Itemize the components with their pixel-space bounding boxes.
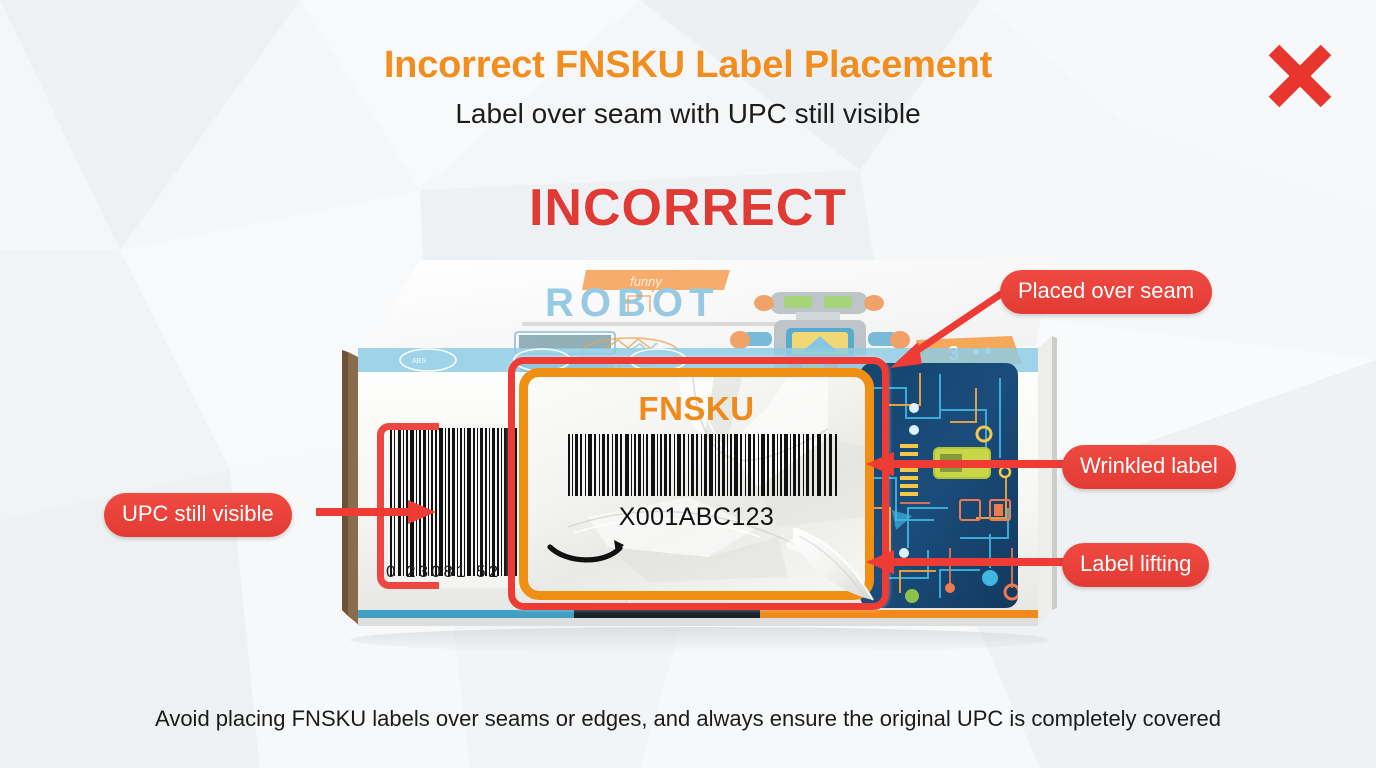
page-title: Incorrect FNSKU Label Placement [383, 44, 993, 86]
svg-text:ABS: ABS [412, 358, 426, 365]
x-mark-icon [1268, 44, 1332, 108]
callout-upc-still-visible[interactable]: UPC still visible [104, 493, 292, 537]
page-subtitle: Label over seam with UPC still visible [455, 98, 921, 129]
amazon-smile-logo [547, 540, 624, 563]
fnsku-code: X001ABC123 [618, 503, 775, 531]
svg-text:funny: funny [630, 274, 663, 289]
footer-caption: Avoid placing FNSKU labels over seams or… [155, 706, 1221, 731]
fnsku-heading: FNSKU [638, 390, 755, 427]
label-lifting-corner [792, 528, 874, 601]
callout-label-lifting[interactable]: Label lifting [1062, 543, 1210, 587]
verdict-text: INCORRECT [528, 179, 848, 237]
fnsku-barcode [568, 434, 837, 496]
upc-highlight-bracket [377, 423, 439, 589]
callout-placed-over-seam[interactable]: Placed over seam [1000, 270, 1213, 314]
svg-text:ROBOT: ROBOT [545, 281, 719, 325]
upc-digits: 0 23081 52 [386, 562, 502, 581]
callout-wrinkled-label[interactable]: Wrinkled label [1062, 445, 1236, 489]
seam-highlight-rect [508, 357, 889, 610]
